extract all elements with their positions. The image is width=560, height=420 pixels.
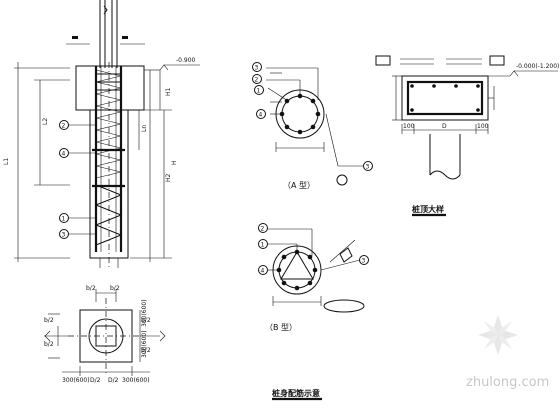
pile-plan: b/2 b/2 b/2 b/2 300(600) 300(600) b/2 b/…: [44, 285, 166, 384]
cap-dim-left: 100: [403, 123, 415, 130]
dim-Ln: Ln: [141, 125, 148, 132]
sectionA-marker-1: 1: [257, 88, 261, 95]
cap-detail: -0.000(-1.200) 100 D 100 桩顶大样: [375, 55, 559, 217]
watermark: zhulong.com: [466, 315, 549, 390]
cap-dim-right: 100: [477, 123, 489, 130]
plan-dim-right-bot: 300(600): [141, 330, 148, 358]
section-title: 桩身配筋示意: [272, 388, 320, 398]
sectionB-label: （B 型）: [265, 323, 297, 332]
plan-dim-side-1: b/2: [44, 317, 54, 324]
dim-L1: L1: [3, 158, 10, 165]
cap-dim-center: D: [442, 123, 447, 130]
section-a: 3 2 1 4 3 （A 型）: [252, 62, 373, 190]
plan-dim-right-top: 300(600): [141, 299, 148, 327]
pile-marker-1: 1: [62, 216, 66, 223]
plan-dim-bottom-4: 300(600): [122, 377, 150, 384]
sectionA-marker-4: 4: [259, 112, 263, 119]
dim-H1: H1: [165, 87, 172, 96]
sectionA-label: （A 型）: [283, 181, 315, 190]
plan-dim-bottom-2: D/2: [90, 377, 101, 384]
cap-detail-title: 桩顶大样: [412, 204, 444, 214]
plan-dim-top-1: b/2: [86, 285, 96, 292]
sectionA-marker-3b: 3: [366, 164, 370, 171]
dim-H: H: [171, 160, 178, 165]
pile-marker-4: 4: [62, 151, 66, 158]
watermark-text: zhulong.com: [466, 375, 549, 390]
pile-marker-3: 3: [62, 232, 66, 239]
sectionB-marker-4: 4: [261, 268, 265, 275]
plan-dim-side-2: b/2: [44, 341, 54, 348]
dim-L2: L2: [42, 118, 49, 125]
sectionB-marker-2: 2: [261, 226, 265, 233]
pile-cap: [75, 65, 145, 111]
pile-elevation-mark: -0.900: [176, 57, 196, 64]
sectionA-marker-2: 2: [255, 77, 259, 84]
plan-dim-side-3: b/2: [141, 317, 151, 324]
dim-H2: H2: [165, 173, 172, 182]
sectionB-marker-1: 1: [261, 242, 265, 249]
pile-elevation: -0.900 L1 L2 H H2 H1 Ln 2 4 1 3: [3, 0, 200, 270]
plan-dim-top-2: b/2: [110, 285, 120, 292]
sectionB-marker-3: 3: [362, 258, 366, 265]
plan-dim-bottom-1: 300(600): [62, 377, 90, 384]
pile-marker-2: 2: [62, 123, 66, 130]
plan-dim-bottom-3: D/2: [108, 377, 119, 384]
section-b: 2 1 4 3 （B 型）: [258, 223, 369, 332]
plan-dim-side-4: b/2: [141, 347, 151, 354]
sectionA-marker-3: 3: [255, 65, 259, 72]
cap-elevation-mark: -0.000(-1.200): [516, 63, 559, 70]
